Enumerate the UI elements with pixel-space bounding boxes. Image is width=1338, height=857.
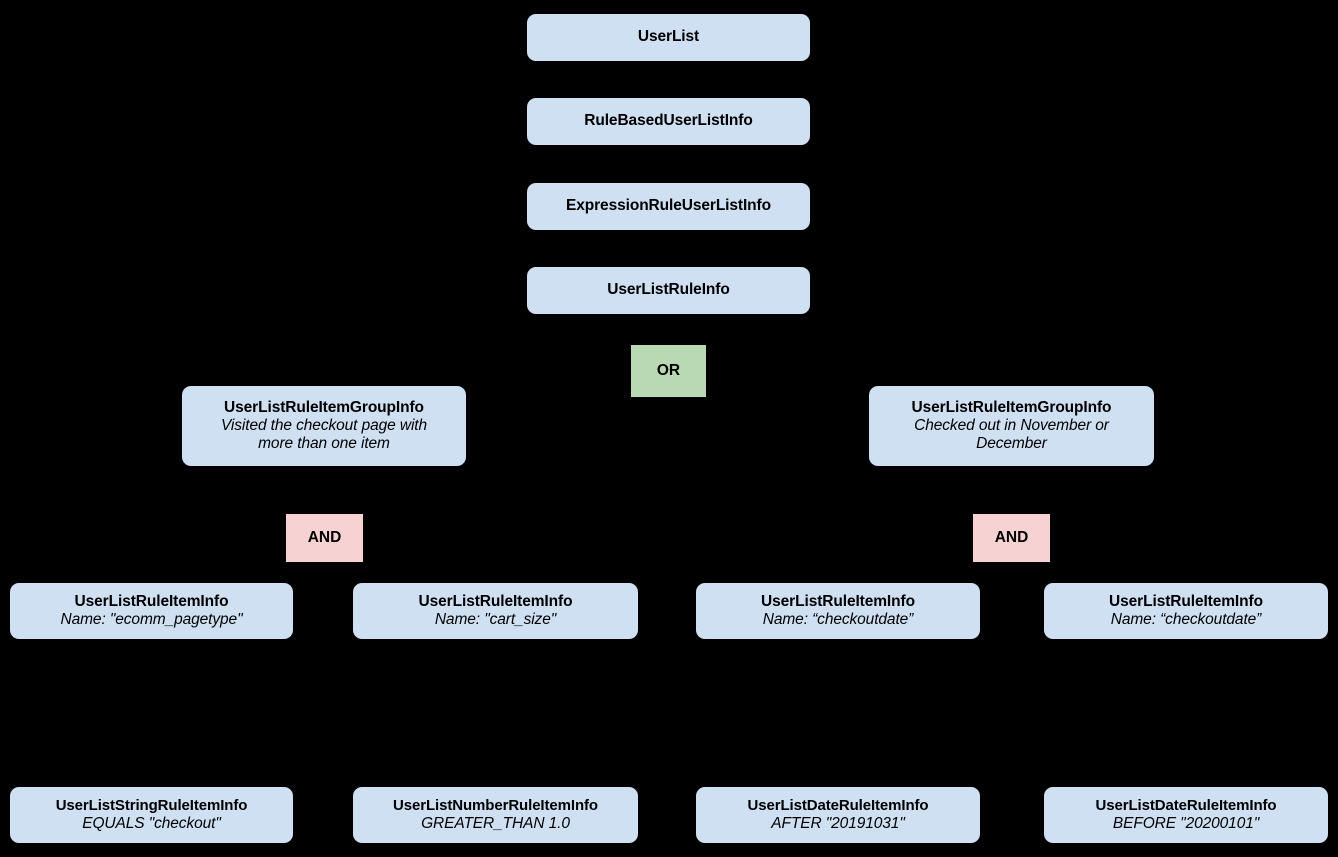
node-string-rule-item-info[interactable]: UserListStringRuleItemInfo EQUALS "check… xyxy=(10,787,293,843)
node-title: UserListDateRuleItemInfo xyxy=(1095,797,1277,815)
node-subtitle: GREATER_THAN 1.0 xyxy=(421,814,570,832)
node-group-info-left[interactable]: UserListRuleItemGroupInfo Visited the ch… xyxy=(182,386,466,466)
node-subtitle: EQUALS "checkout" xyxy=(82,814,221,832)
operator-node-and-right[interactable]: AND xyxy=(973,514,1050,562)
node-expression-rule-user-list-info[interactable]: ExpressionRuleUserListInfo xyxy=(527,183,810,230)
node-title: RuleBasedUserListInfo xyxy=(584,112,753,130)
node-rule-based-user-list-info[interactable]: RuleBasedUserListInfo xyxy=(527,98,810,145)
node-title: UserListRuleItemInfo xyxy=(74,592,229,610)
node-subtitle: Name: "ecomm_pagetype" xyxy=(60,611,243,628)
operator-node-and-left[interactable]: AND xyxy=(286,514,363,562)
node-title: UserListDateRuleItemInfo xyxy=(747,797,929,815)
node-subtitle-line2: December xyxy=(976,435,1047,453)
operator-label: OR xyxy=(656,361,681,379)
node-subtitle-line2: more than one item xyxy=(258,435,390,453)
node-title: UserListRuleItemInfo xyxy=(1109,592,1263,610)
node-group-info-right[interactable]: UserListRuleItemGroupInfo Checked out in… xyxy=(869,386,1154,466)
node-title: UserListRuleItemInfo xyxy=(418,592,573,610)
node-subtitle-line1: Checked out in November or xyxy=(914,416,1109,434)
node-date-rule-item-info-before[interactable]: UserListDateRuleItemInfo BEFORE "2020010… xyxy=(1044,787,1328,843)
node-subtitle-line1: Visited the checkout page with xyxy=(220,416,428,434)
node-title: UserListStringRuleItemInfo xyxy=(55,797,248,815)
node-title: UserListRuleItemGroupInfo xyxy=(911,398,1112,416)
node-user-list-rule-info[interactable]: UserListRuleInfo xyxy=(527,267,810,314)
node-title: UserListRuleItemInfo xyxy=(761,592,915,610)
node-title: UserListNumberRuleItemInfo xyxy=(393,797,598,815)
node-subtitle: BEFORE "20200101" xyxy=(1112,814,1260,832)
node-title: UserListRuleItemGroupInfo xyxy=(224,398,424,416)
operator-label: AND xyxy=(994,528,1029,546)
node-number-rule-item-info[interactable]: UserListNumberRuleItemInfo GREATER_THAN … xyxy=(353,787,638,843)
node-subtitle: Name: "cart_size" xyxy=(434,611,557,628)
node-title: UserList xyxy=(637,28,700,46)
node-subtitle: Name: “checkoutdate” xyxy=(1110,611,1262,628)
node-rule-item-ecomm-pagetype[interactable]: UserListRuleItemInfo Name: "ecomm_pagety… xyxy=(10,583,293,639)
node-rule-item-checkoutdate-before[interactable]: UserListRuleItemInfo Name: “checkoutdate… xyxy=(1044,583,1328,639)
node-rule-item-cart-size[interactable]: UserListRuleItemInfo Name: "cart_size" xyxy=(353,583,638,639)
node-subtitle: AFTER "20191031" xyxy=(771,814,905,832)
node-date-rule-item-info-after[interactable]: UserListDateRuleItemInfo AFTER "20191031… xyxy=(696,787,980,843)
node-subtitle: Name: “checkoutdate” xyxy=(762,611,914,628)
node-rule-item-checkoutdate-after[interactable]: UserListRuleItemInfo Name: “checkoutdate… xyxy=(696,583,980,639)
node-user-list[interactable]: UserList xyxy=(527,14,810,61)
operator-label: AND xyxy=(307,528,342,546)
operator-node-or[interactable]: OR xyxy=(631,345,706,397)
node-title: UserListRuleInfo xyxy=(607,281,730,299)
node-title: ExpressionRuleUserListInfo xyxy=(566,197,771,215)
